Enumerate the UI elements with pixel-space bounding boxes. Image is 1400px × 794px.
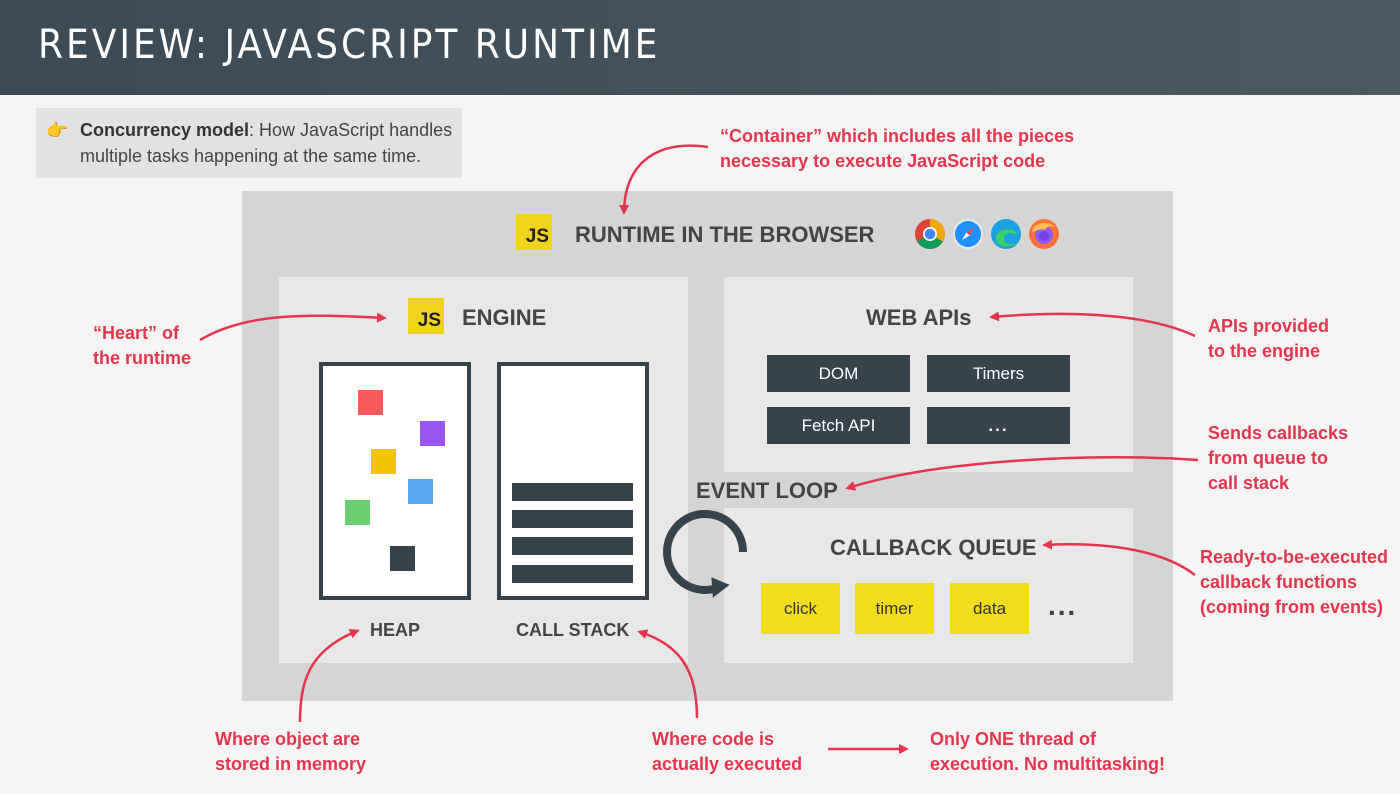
edge-icon xyxy=(991,219,1021,249)
annotation-ready-line3: (coming from events) xyxy=(1200,597,1384,617)
callback-timer: timer xyxy=(855,583,934,634)
annotation-ready-line2: callback functions xyxy=(1200,572,1358,592)
annotation-stack: Where code is actually executed xyxy=(652,727,802,777)
web-apis-title: WEB APIs xyxy=(866,305,972,330)
annotation-stack-line2: actually executed xyxy=(652,754,803,774)
web-api-timers: Timers xyxy=(927,355,1070,392)
heap-object xyxy=(358,390,383,415)
heap-object xyxy=(420,421,445,446)
concurrency-note xyxy=(36,108,462,178)
stack-frame xyxy=(512,565,633,583)
concurrency-term: Concurrency model xyxy=(80,120,250,140)
callback-queue-title: CALLBACK QUEUE xyxy=(830,535,1037,560)
annotation-thread-line2: execution. No multitasking! xyxy=(930,754,1166,774)
web-api-more: ... xyxy=(927,407,1070,444)
annotation-apis: APIs provided to the engine xyxy=(1208,314,1329,364)
web-api-fetch: Fetch API xyxy=(767,407,910,444)
arrow-ready xyxy=(1042,539,1196,576)
arrow-stack xyxy=(637,629,699,719)
page-title: Review: JavaScript Runtime xyxy=(38,22,661,68)
safari-icon xyxy=(953,219,983,249)
concurrency-note-text: Concurrency model: How JavaScript handle… xyxy=(80,117,460,169)
callback-more: ... xyxy=(1048,590,1078,621)
heap-object xyxy=(390,546,415,571)
annotation-ready-line1: Ready-to-be-executed xyxy=(1200,547,1389,567)
runtime-title: RUNTIME IN THE BROWSER xyxy=(575,222,875,247)
annotation-sends: Sends callbacks from queue to call stack xyxy=(1208,421,1348,496)
chrome-icon xyxy=(915,219,946,250)
annotation-heart: “Heart” of the runtime xyxy=(93,321,191,371)
heap-object xyxy=(408,479,433,504)
event-loop-title: EVENT LOOP xyxy=(696,478,838,503)
annotation-container: “Container” which includes all the piece… xyxy=(720,126,1075,171)
annotation-thread-line1: Only ONE thread of xyxy=(930,729,1097,749)
header-bar xyxy=(0,0,1400,95)
annotation-sends-line2: from queue to xyxy=(1208,448,1328,468)
arrow-heap xyxy=(298,628,360,723)
heap-object xyxy=(371,449,396,474)
js-logo-engine: JS xyxy=(408,298,444,334)
callback-click: click xyxy=(761,583,840,634)
stack-frame xyxy=(512,537,633,555)
annotation-apis-line1: APIs provided xyxy=(1208,316,1330,336)
stack-frame xyxy=(512,483,633,501)
js-logo-runtime: JS xyxy=(516,214,552,250)
annotation-heap: Where object are stored in memory xyxy=(215,727,366,777)
engine-title: ENGINE xyxy=(462,305,547,330)
call-stack-label: CALL STACK xyxy=(516,620,630,640)
call-stack-box xyxy=(497,362,649,600)
arrow-apis xyxy=(989,311,1196,338)
web-api-dom: DOM xyxy=(767,355,910,392)
annotation-thread: Only ONE thread of execution. No multita… xyxy=(930,727,1165,777)
annotation-stack-line1: Where code is xyxy=(652,729,775,749)
concurrency-definition: : How JavaScript handles multiple tasks … xyxy=(80,120,453,166)
arrow-container xyxy=(619,144,709,215)
annotation-sends-line1: Sends callbacks xyxy=(1208,423,1349,443)
annotation-heart-line1: “Heart” of xyxy=(93,323,180,343)
firefox-icon xyxy=(1029,219,1059,249)
event-loop-cycle-icon xyxy=(663,509,747,598)
annotation-ready: Ready-to-be-executed callback functions … xyxy=(1200,545,1388,620)
pointing-hand-icon: 👉 xyxy=(46,120,69,140)
annotation-apis-line2: to the engine xyxy=(1208,341,1320,361)
stack-frame xyxy=(512,510,633,528)
annotation-heap-line2: stored in memory xyxy=(215,754,367,774)
annotation-heart-line2: the runtime xyxy=(93,348,192,368)
annotation-heap-line1: Where object are xyxy=(215,729,361,749)
arrow-heart xyxy=(199,312,387,342)
heap-object xyxy=(345,500,370,525)
annotation-sends-line3: call stack xyxy=(1208,473,1290,493)
callback-data: data xyxy=(950,583,1029,634)
arrow-sends xyxy=(845,456,1199,491)
heap-label: HEAP xyxy=(370,620,421,640)
